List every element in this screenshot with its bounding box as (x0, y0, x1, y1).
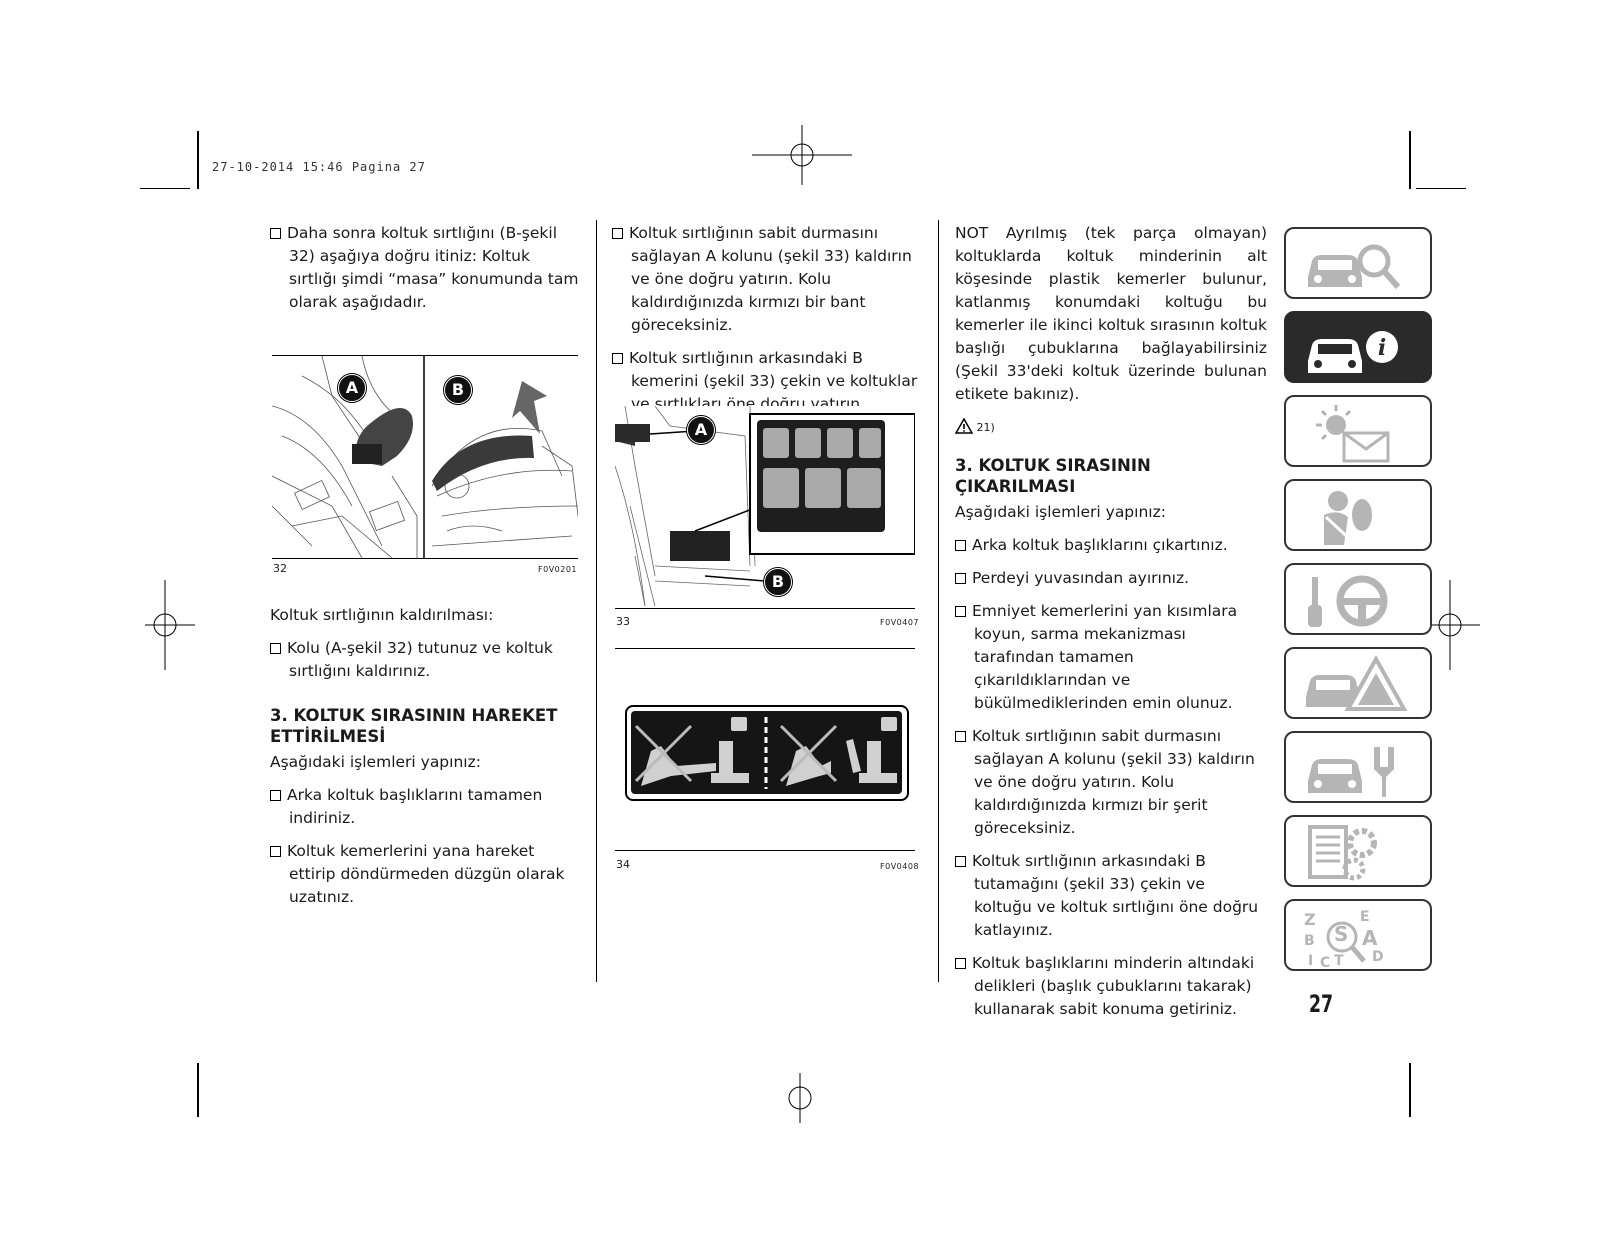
checkbox-bullet-icon (955, 573, 966, 584)
index-letter: C (1320, 955, 1330, 969)
figure-code: F0V0407 (880, 618, 920, 627)
tab-car-warning[interactable] (1284, 647, 1432, 719)
figure-33: A B (614, 405, 916, 609)
list-item: Koltuk sırtlığının sabit durmasını sağla… (955, 725, 1267, 840)
tab-car-magnifier[interactable] (1284, 227, 1432, 299)
list-item: Koltuk başlıklarını minderin altındaki d… (955, 952, 1267, 1021)
callout-b: B (444, 376, 472, 404)
checkbox-bullet-icon (955, 606, 966, 617)
checkbox-bullet-icon (612, 353, 623, 364)
car-info-icon: i (1308, 331, 1398, 373)
figure-number: 33 (616, 615, 630, 628)
svg-text:i: i (1378, 335, 1386, 361)
registration-mark-top (752, 125, 852, 185)
checkbox-bullet-icon (955, 958, 966, 969)
tab-key-steering-wheel[interactable] (1284, 563, 1432, 635)
column-1: Daha sonra koltuk sırtlığını (B-şekil 32… (270, 222, 582, 324)
figure-number: 34 (616, 858, 630, 871)
checkbox-bullet-icon (612, 228, 623, 239)
document-gears-icon (1308, 825, 1377, 881)
list-item: Koltuk sırtlığının arkasındaki B tutamağ… (955, 850, 1267, 942)
checkbox-bullet-icon (270, 643, 281, 654)
alphabet-index-icon: Z E S B A I C T D (1304, 909, 1384, 969)
sun-envelope-icon (1316, 405, 1390, 463)
print-stamp: 27-10-2014 15:46 Pagina 27 (212, 160, 426, 174)
list-item: Perdeyi yuvasından ayırınız. (955, 567, 1267, 590)
registration-mark-bottom (788, 1073, 812, 1123)
paragraph: Arka koltuk başlıklarını tamamen indirin… (270, 784, 582, 830)
tab-airbag-person[interactable] (1284, 479, 1432, 551)
rear-seat-illustration (614, 405, 916, 607)
car-warning-triangle-icon (1306, 655, 1408, 711)
tab-alphabetical-index[interactable]: Z E S B A I C T D (1284, 899, 1432, 971)
checkbox-bullet-icon (955, 540, 966, 551)
figure-code: F0V0408 (880, 862, 920, 871)
registration-mark-left (145, 580, 195, 670)
callout-a: A (338, 374, 366, 402)
callout-b: B (764, 568, 792, 596)
intro-text: Aşağıdaki işlemleri yapınız: (270, 753, 481, 771)
index-letter: Z (1304, 910, 1316, 929)
paragraph: Koltuk kemerlerini yana hareket ettirip … (270, 840, 582, 909)
intro-text: Aşağıdaki işlemleri yapınız: (955, 503, 1166, 521)
figure-number: 32 (273, 562, 287, 575)
section-heading: 3. KOLTUK SIRASININ ÇIKARILMASI (955, 456, 1151, 496)
figure-32: A B (271, 355, 579, 559)
paragraph: Daha sonra koltuk sırtlığını (B-şekil 32… (270, 222, 582, 314)
index-letter: B (1304, 933, 1315, 949)
index-letter: E (1360, 909, 1370, 925)
checkbox-bullet-icon (270, 846, 281, 857)
index-letter: T (1334, 953, 1344, 969)
caption: Koltuk sırtlığının kaldırılması: (270, 606, 494, 624)
list-item: Emniyet kemerlerini yan kısımlara koyun,… (955, 600, 1267, 715)
key-steering-wheel-icon (1308, 575, 1388, 627)
tab-document-gears[interactable] (1284, 815, 1432, 887)
checkbox-bullet-icon (270, 790, 281, 801)
tab-car-wrench[interactable] (1284, 731, 1432, 803)
paragraph: Kolu (A-şekil 32) tutunuz ve koltuk sırt… (270, 637, 582, 683)
column-divider (938, 220, 939, 982)
list-item: Arka koltuk başlıklarını çıkartınız. (955, 534, 1267, 557)
tab-car-info[interactable]: i (1284, 311, 1432, 383)
index-letter: S (1334, 922, 1348, 946)
column-1-lower: Koltuk sırtlığının kaldırılması: Kolu (A… (270, 604, 582, 919)
checkbox-bullet-icon (955, 731, 966, 742)
checkbox-bullet-icon (270, 228, 281, 239)
page-number: 27 (1309, 990, 1334, 1018)
section-heading: 3. KOLTUK SIRASININ HAREKET ETTİRİLMESİ (270, 706, 558, 746)
index-letter: D (1372, 949, 1384, 965)
warning-triangle-icon (954, 417, 974, 434)
column-3: NOT Ayrılmış (tek parça olmayan) koltukl… (954, 222, 1267, 1031)
note-paragraph: NOT Ayrılmış (tek parça olmayan) koltukl… (955, 224, 1267, 403)
airbag-person-icon (1324, 491, 1372, 547)
index-letter: A (1362, 926, 1378, 950)
paragraph: Koltuk sırtlığının sabit durmasını sağla… (612, 222, 930, 337)
car-magnifier-icon (1308, 244, 1401, 289)
checkbox-bullet-icon (955, 856, 966, 867)
seat-lever-illustration (271, 355, 579, 559)
column-divider (596, 220, 597, 982)
seat-label-illustration (631, 711, 902, 794)
figure-34 (625, 705, 909, 801)
tab-sun-envelope[interactable] (1284, 395, 1432, 467)
car-wrench-icon (1308, 747, 1394, 797)
callout-a: A (687, 416, 715, 444)
figure-code: F0V0201 (538, 565, 578, 574)
index-letter: I (1308, 953, 1313, 969)
column-2: Koltuk sırtlığının sabit durmasını sağla… (612, 222, 930, 426)
warning-reference: 21) (954, 416, 1267, 439)
